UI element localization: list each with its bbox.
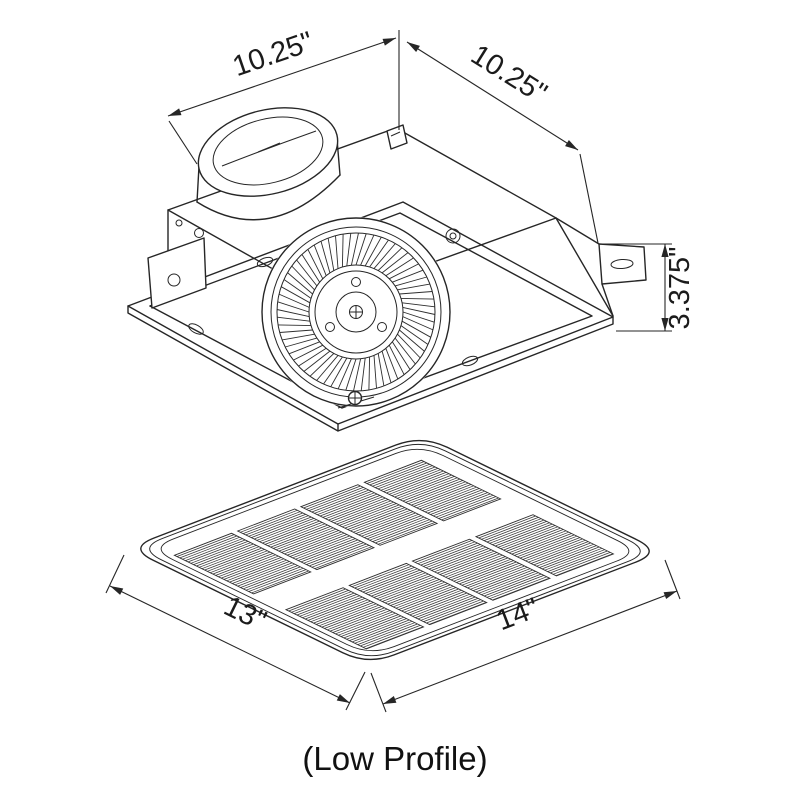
wall-knockout-hole bbox=[194, 228, 204, 238]
mounting-bracket bbox=[555, 217, 647, 317]
flange-slot-left bbox=[188, 323, 204, 335]
bracket-leg bbox=[601, 283, 614, 317]
wall-screw-hole bbox=[175, 219, 183, 227]
blower-blades bbox=[276, 232, 436, 392]
dimension-line-14 bbox=[382, 590, 678, 705]
blower-outer-ring bbox=[261, 217, 451, 407]
dimension-arrowheads bbox=[110, 38, 677, 704]
collar-bottom-rim bbox=[196, 174, 341, 221]
extension-line-13-left bbox=[105, 554, 125, 594]
collar-side-left bbox=[196, 165, 200, 203]
flange-keyhole-inner bbox=[449, 232, 457, 240]
duct-collar bbox=[196, 107, 341, 221]
caption-low-profile: (Low Profile) bbox=[302, 740, 487, 777]
flange-lip bbox=[127, 305, 614, 432]
bottom-screw-cross bbox=[349, 392, 361, 404]
dimension-line-13 bbox=[109, 585, 351, 704]
extension-line-13-right bbox=[345, 671, 366, 711]
dimension-label-housing-height: 3.375" bbox=[664, 247, 696, 330]
damper-flap bbox=[221, 130, 317, 167]
flange-keyhole-outer bbox=[445, 228, 461, 244]
grille-rim-line bbox=[149, 443, 641, 657]
dimension-label-grille-front: 14" bbox=[492, 592, 543, 637]
top-clip-tab bbox=[386, 124, 408, 150]
grille-bevel-line bbox=[160, 448, 630, 652]
hub-ring bbox=[335, 291, 377, 333]
junction-box-knockout bbox=[167, 273, 181, 287]
dimension-line-depth bbox=[406, 41, 579, 151]
bracket-arm bbox=[555, 217, 600, 245]
top-clip-tab-detail bbox=[390, 131, 401, 137]
hub-screw-3 bbox=[351, 277, 361, 287]
dimension-label-housing-depth: 10.25" bbox=[465, 39, 552, 110]
flange-slot-bottom bbox=[461, 355, 479, 367]
fan-housing-view: 10.25" 10.25" 3.375" bbox=[127, 26, 696, 432]
flange-slot-top bbox=[256, 256, 274, 268]
grille-view: 13" 14" bbox=[105, 439, 681, 713]
collar-inner-rim bbox=[212, 116, 324, 186]
grille-vent-louvers bbox=[176, 461, 614, 649]
blower-wheel bbox=[261, 217, 451, 409]
grille-vent-blocks bbox=[173, 459, 615, 650]
extension-line-14-right bbox=[664, 559, 681, 600]
dimension-label-housing-width: 10.25" bbox=[229, 26, 318, 83]
damper-pivot bbox=[257, 142, 281, 153]
hub-cross bbox=[349, 305, 363, 319]
blade-band-inner bbox=[308, 264, 404, 360]
dimension-line-width bbox=[167, 37, 397, 117]
extension-line-right bbox=[579, 153, 599, 244]
extension-line-14-left bbox=[370, 672, 387, 713]
dimension-label-grille-side: 13" bbox=[219, 590, 271, 637]
bracket-slot bbox=[610, 258, 634, 270]
housing-right-edge bbox=[555, 217, 614, 317]
blower-inner-ring bbox=[314, 270, 398, 354]
bracket-ear bbox=[598, 243, 647, 285]
grille-outer-edge bbox=[140, 439, 650, 661]
collar-outer-rim bbox=[197, 107, 339, 197]
hub-screw-1 bbox=[377, 322, 387, 332]
junction-box bbox=[147, 237, 207, 309]
hub-screw-2 bbox=[325, 322, 335, 332]
extension-line-left bbox=[168, 120, 198, 165]
